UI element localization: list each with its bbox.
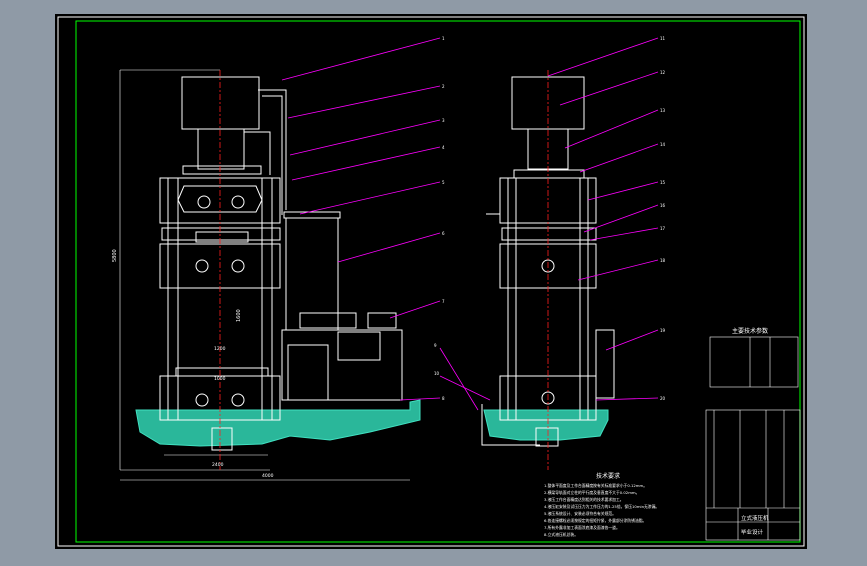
- dim-gap-bottom: 1000: [214, 376, 226, 382]
- cylinder-flange: [182, 165, 262, 175]
- note-line-5: 5.液压系统设计、安装必须符合有关规范。: [544, 511, 616, 516]
- callout-6: 6: [442, 231, 445, 236]
- drawing-sheet: [55, 14, 807, 549]
- note-line-8: 8.立式液压机总装。: [544, 532, 578, 537]
- note-line-7: 7.所有外露非加工表面涂底漆及面漆各一道。: [544, 525, 620, 530]
- right-callout-labels: 11 12 13 14 15 16 17 18 19 20 9 10: [434, 36, 666, 401]
- note-line-3: 3.液压工作台面精度达到相关的技术要求加工。: [544, 497, 624, 502]
- note-line-6: 6.各连接螺栓必须按规定的扭矩拧紧，外露部分涂防锈油脂。: [544, 518, 646, 523]
- callout-7: 7: [442, 299, 445, 304]
- notes-title: 技术要求: [596, 472, 620, 480]
- callout-8: 8: [442, 396, 445, 401]
- control-cabinet: [281, 329, 403, 401]
- title-block-subtitle: 毕业设计: [741, 528, 764, 536]
- callout-4: 4: [442, 145, 445, 150]
- dim-overall-width: 4000: [262, 473, 274, 479]
- right-leaders: [439, 37, 659, 411]
- callout-12: 12: [660, 70, 666, 75]
- foundation-ground: [135, 399, 421, 447]
- moving-slide: [161, 227, 281, 241]
- param-table: [709, 336, 799, 388]
- dim-stroke-mid: 1600: [236, 309, 242, 322]
- callout-2: 2: [442, 84, 445, 89]
- callout-19: 19: [660, 328, 666, 333]
- left-callout-labels: 1 2 3 4 5 6 7 8: [442, 36, 445, 401]
- dim-height-left: 5800: [112, 249, 118, 262]
- note-line-2: 2.横梁导轨面对立柱的平行度及垂直度不大于0.02mm。: [544, 490, 639, 495]
- callout-1: 1: [442, 36, 445, 41]
- callout-14: 14: [660, 142, 666, 147]
- callout-16: 16: [660, 203, 666, 208]
- param-table-title: 主要技术参数: [732, 327, 768, 335]
- callout-18: 18: [660, 258, 666, 263]
- notes-list: 1.整体平面度及工作台面精度按有关标准要求小于0.12mm。 2.横梁导轨面对立…: [544, 483, 659, 537]
- callout-13: 13: [660, 108, 666, 113]
- sheet-outer-border: [57, 16, 805, 547]
- note-line-4: 4.液压缸安装及试压压力为工作压力的1.25倍，保压10min无渗漏。: [544, 504, 659, 509]
- callout-10: 10: [434, 371, 440, 376]
- callout-3: 3: [442, 118, 445, 123]
- callout-20: 20: [660, 396, 666, 401]
- callout-17: 17: [660, 226, 666, 231]
- title-block-name: 立式液压机: [741, 514, 769, 522]
- note-line-1: 1.整体平面度及工作台面精度按有关标准要求小于0.12mm。: [544, 483, 647, 488]
- dim-base-width: 2400: [212, 462, 224, 468]
- side-foundation-ground: [483, 409, 609, 441]
- callout-9: 9: [434, 343, 437, 348]
- callout-15: 15: [660, 180, 666, 185]
- side-view: [481, 76, 615, 447]
- front-view: [135, 76, 421, 451]
- callout-5: 5: [442, 180, 445, 185]
- bom-table: [705, 409, 801, 541]
- cylinder-neck: [197, 128, 245, 170]
- dim-gap-top: 1200: [214, 346, 226, 352]
- sheet-inner-border: [75, 20, 801, 543]
- callout-11: 11: [660, 36, 666, 41]
- left-leaders: [281, 37, 441, 401]
- front-view-dimensions: [119, 69, 410, 481]
